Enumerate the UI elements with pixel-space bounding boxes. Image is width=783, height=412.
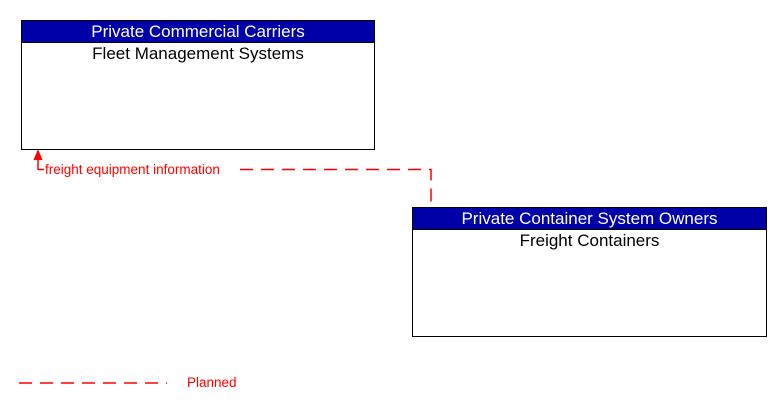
entity-box-freight-containers[interactable]: Private Container System Owners Freight … xyxy=(412,207,767,337)
flow-label[interactable]: freight equipment information xyxy=(45,162,220,177)
entity-name: Fleet Management Systems xyxy=(92,44,304,63)
entity-domain-header: Private Commercial Carriers xyxy=(22,21,374,43)
entity-box-fleet-management-systems[interactable]: Private Commercial Carriers Fleet Manage… xyxy=(21,20,375,150)
connector-dashed-line xyxy=(240,168,432,206)
entity-name: Freight Containers xyxy=(519,231,660,250)
entity-domain-header: Private Container System Owners xyxy=(413,208,766,230)
arrowhead-up-icon xyxy=(33,149,43,160)
entity-domain-label: Private Container System Owners xyxy=(461,208,718,228)
entity-domain-label: Private Commercial Carriers xyxy=(91,21,305,41)
legend-planned-label: Planned xyxy=(187,375,237,390)
